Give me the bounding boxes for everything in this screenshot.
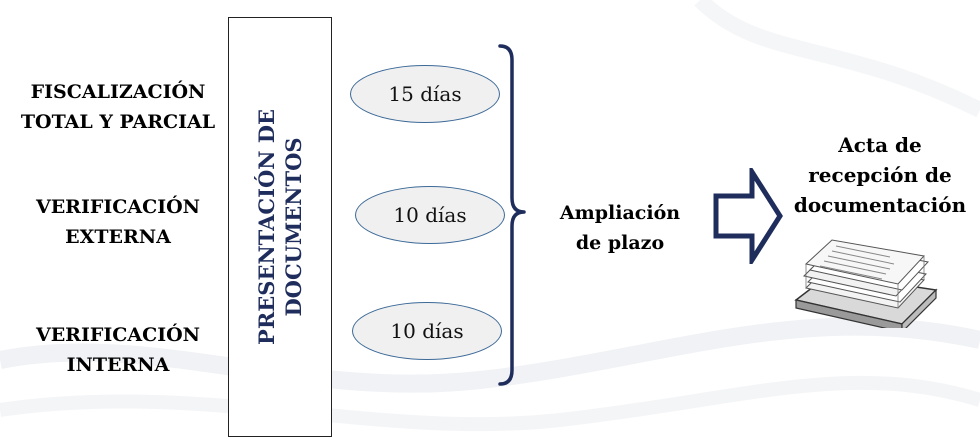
vertical-box-title: PRESENTACIÓN DE DOCUMENTOS (254, 109, 306, 345)
ampliacion-de-plazo-label: Ampliación de plazo (559, 202, 681, 254)
curly-bracket-icon (498, 44, 526, 386)
pill-10-dias-interna: 10 días (352, 302, 502, 360)
right-arrow-icon (713, 168, 783, 264)
document-stack-icon (794, 239, 938, 328)
label-verificacion-interna: VERIFICACIÓN INTERNA (35, 324, 201, 376)
label-fiscalizacion: FISCALIZACIÓN TOTAL Y PARCIAL (20, 81, 216, 133)
pill-15-dias: 15 días (350, 65, 500, 123)
label-verificacion-externa: VERIFICACIÓN EXTERNA (35, 196, 201, 248)
pill-10-dias-externa: 10 días (355, 186, 505, 244)
acta-recepcion-label: Acta de recepción de documentación (793, 133, 967, 217)
presentacion-documentos-box: PRESENTACIÓN DE DOCUMENTOS (228, 17, 332, 437)
